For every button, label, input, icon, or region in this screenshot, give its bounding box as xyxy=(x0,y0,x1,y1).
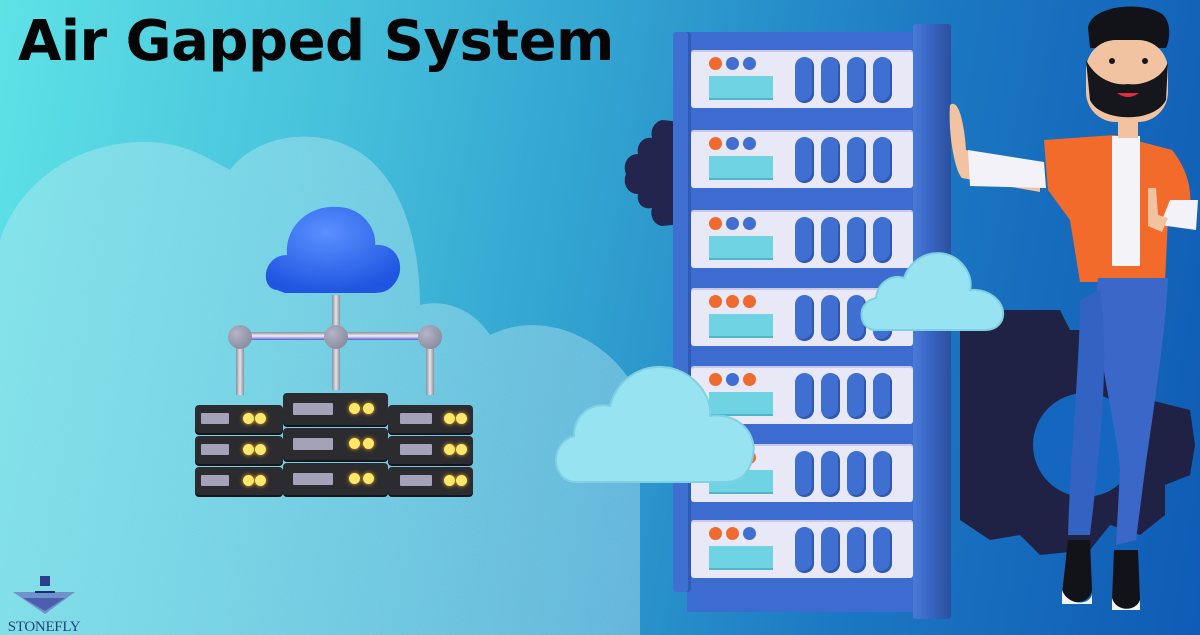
rack-unit xyxy=(691,130,913,188)
network-node xyxy=(228,325,252,349)
server-unit xyxy=(283,463,388,495)
cloud-icon xyxy=(860,252,1005,331)
server-unit xyxy=(195,405,283,433)
rack-unit xyxy=(691,366,913,424)
network-node xyxy=(324,325,348,349)
server-unit xyxy=(283,393,388,425)
network-node xyxy=(418,325,442,349)
cloud-network-diagram xyxy=(190,195,480,500)
background-cloud-icon xyxy=(0,136,640,635)
server-unit xyxy=(388,467,473,495)
gear-icon xyxy=(624,120,682,226)
stonefly-logo-icon xyxy=(13,576,75,614)
logo-text: STONEFLY xyxy=(7,619,81,635)
cloud-icon xyxy=(555,365,755,483)
rack-unit xyxy=(691,50,913,108)
server-unit xyxy=(195,467,283,495)
rack-unit xyxy=(691,210,913,268)
person-thumbs-up-icon xyxy=(949,6,1198,610)
server-unit xyxy=(283,428,388,460)
server-unit xyxy=(388,405,473,433)
server-unit xyxy=(388,436,473,464)
server-unit xyxy=(195,436,283,464)
page-title: Air Gapped System xyxy=(18,9,614,74)
rack-post xyxy=(673,32,691,592)
cloud-network-icon xyxy=(265,206,401,293)
rack-unit xyxy=(691,520,913,578)
stonefly-logo: STONEFLY xyxy=(2,574,86,635)
